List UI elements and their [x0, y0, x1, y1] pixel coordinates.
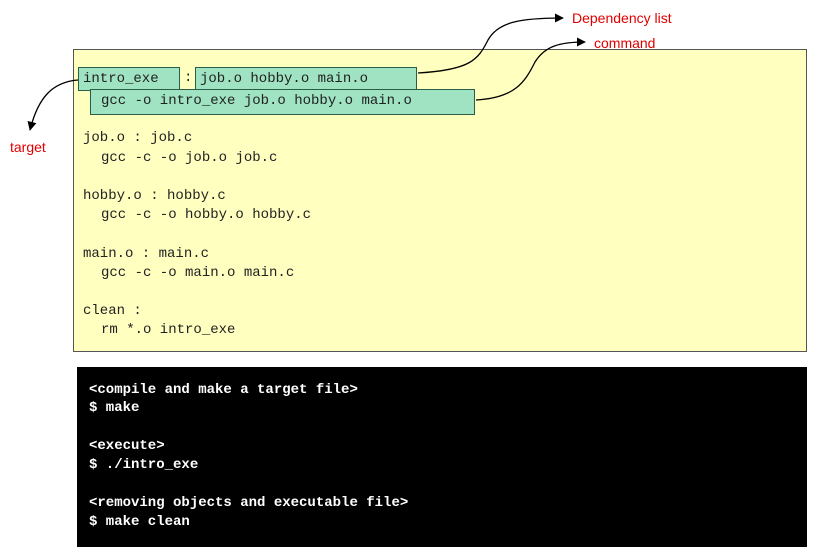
- cmd-job: gcc -c -o job.o job.c: [101, 150, 278, 166]
- target-arrow: [27, 79, 79, 131]
- dependency-arrow: [417, 13, 564, 74]
- terminal-cmd-clean: $ make clean: [89, 514, 190, 530]
- terminal-cmd-execute: $ ./intro_exe: [89, 457, 199, 473]
- dependency-highlight: job.o hobby.o main.o: [195, 67, 417, 91]
- terminal-box: <compile and make a target file> $ make …: [77, 367, 807, 547]
- rule-main: main.o : main.c: [83, 246, 210, 262]
- rule-hobby: hobby.o : hobby.c: [83, 188, 226, 204]
- cmd-clean: rm *.o intro_exe: [101, 322, 236, 338]
- target-highlight: intro_exe: [78, 67, 180, 91]
- dependency-list-label: Dependency list: [572, 10, 672, 26]
- cmd-hobby: gcc -c -o hobby.o hobby.c: [101, 207, 312, 223]
- target-label: target: [10, 139, 46, 155]
- terminal-cmd-make: $ make: [89, 400, 140, 416]
- terminal-comment-clean: <removing objects and executable file>: [89, 495, 409, 511]
- target-colon: :: [184, 70, 193, 86]
- command-label: command: [594, 35, 656, 51]
- command-highlight: gcc -o intro_exe job.o hobby.o main.o: [90, 89, 475, 115]
- rule-job: job.o : job.c: [83, 130, 193, 146]
- command-arrow: [475, 37, 586, 101]
- rule-clean: clean :: [83, 303, 142, 319]
- terminal-comment-compile: <compile and make a target file>: [89, 382, 358, 398]
- terminal-comment-execute: <execute>: [89, 438, 165, 454]
- cmd-main: gcc -c -o main.o main.c: [101, 265, 295, 281]
